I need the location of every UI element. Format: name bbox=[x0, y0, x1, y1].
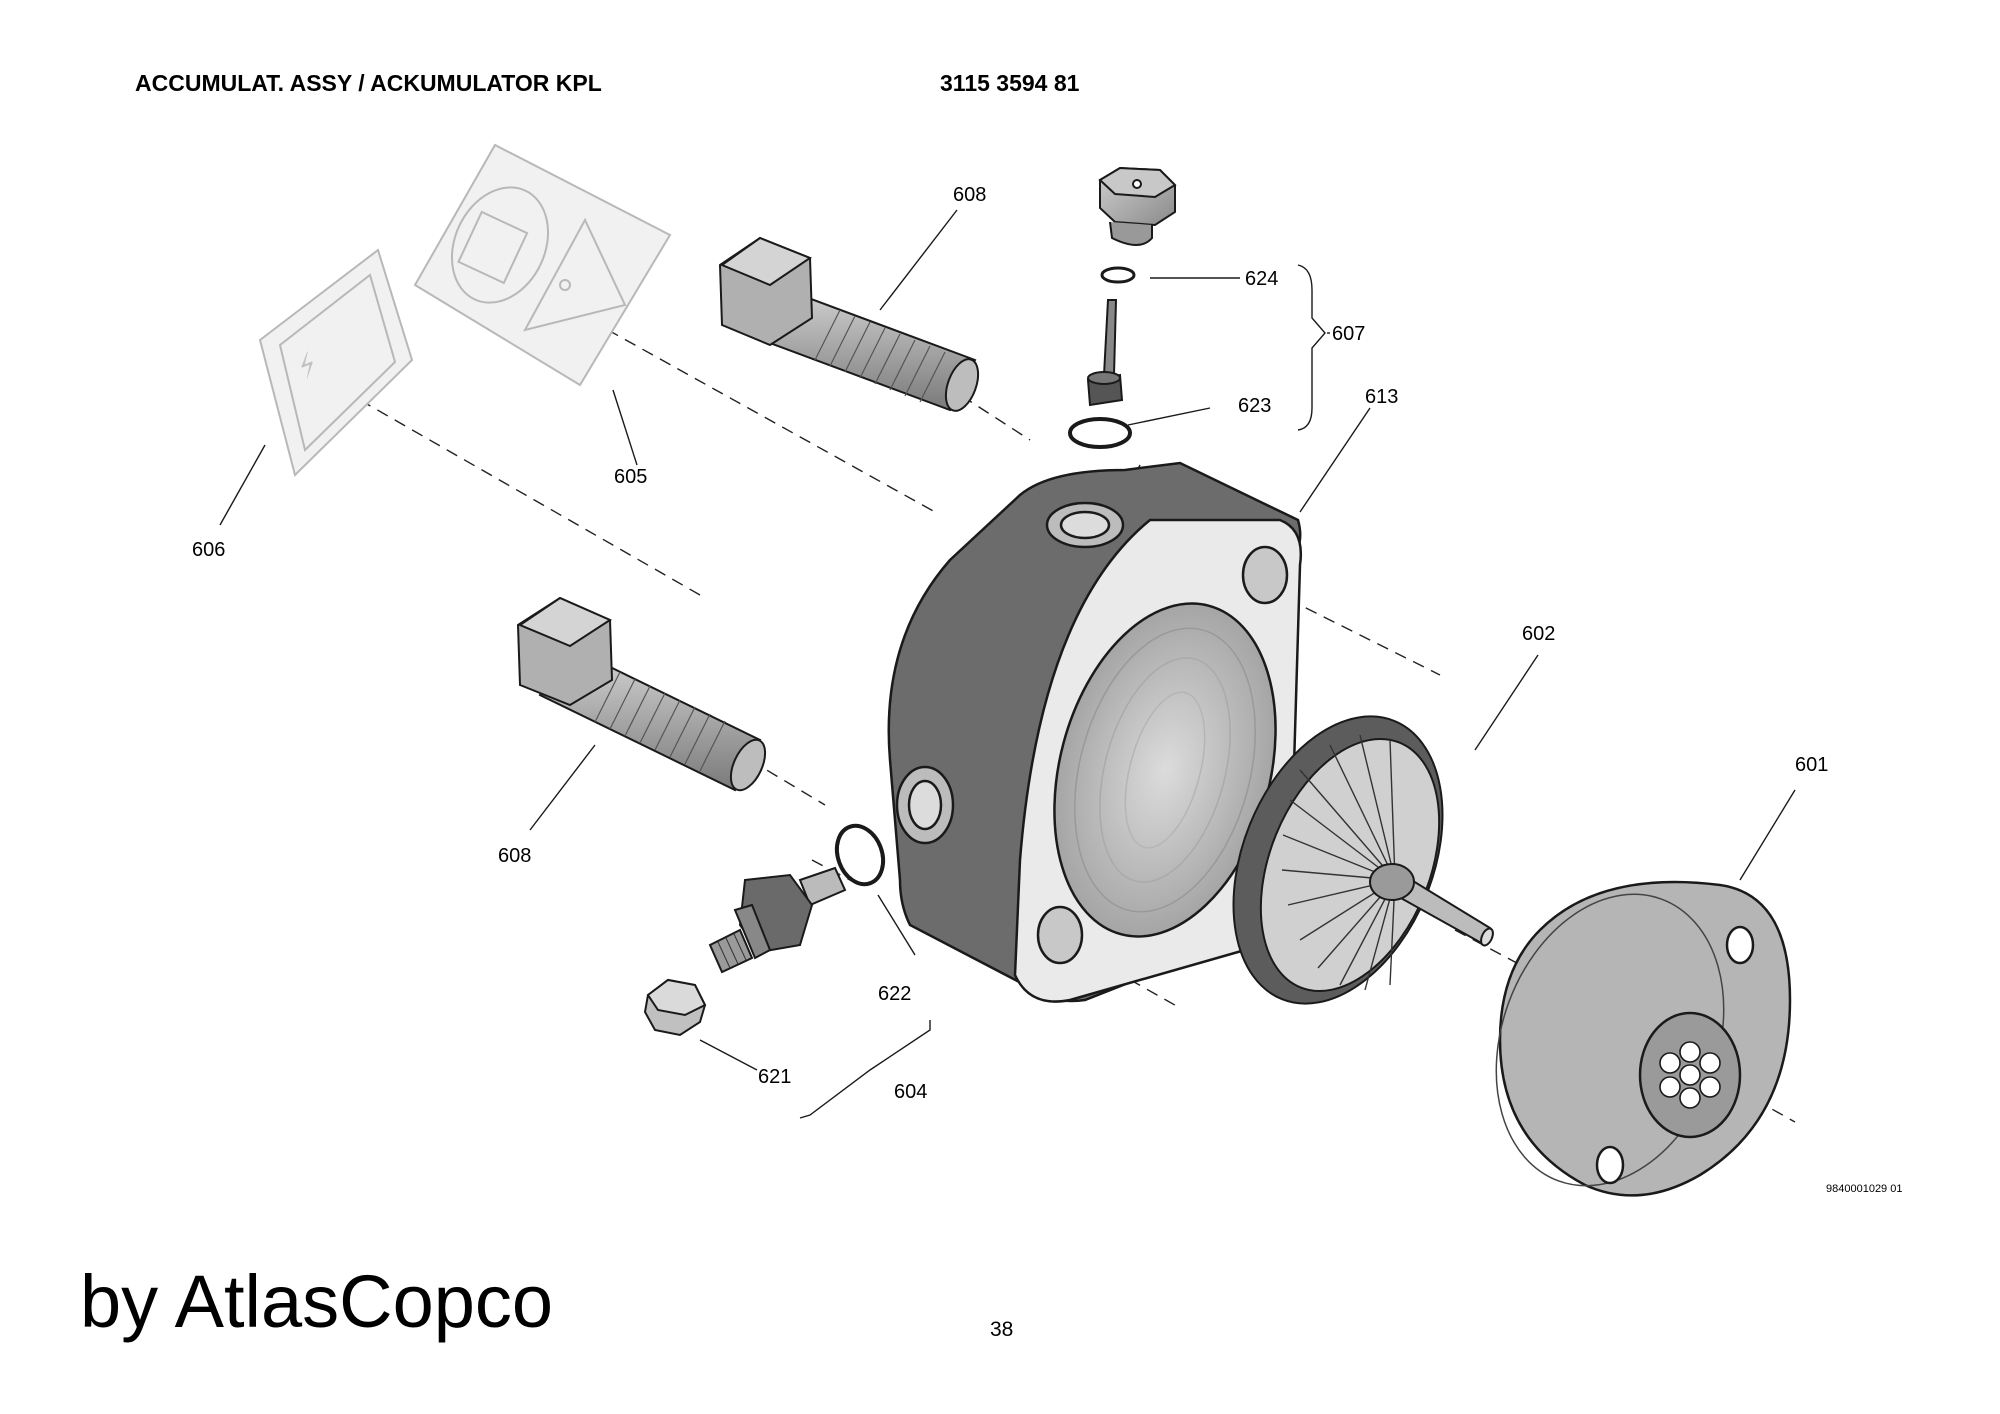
housing-613 bbox=[887, 461, 1303, 1003]
callout-601: 601 bbox=[1795, 754, 1828, 776]
callout-622: 622 bbox=[878, 983, 911, 1005]
drawing-title: ACCUMULAT. ASSY / ACKUMULATOR KPL bbox=[135, 70, 602, 96]
callout-608-lower: 608 bbox=[498, 845, 531, 867]
part-number: 3115 3594 81 bbox=[940, 70, 1080, 96]
valve-cap-607 bbox=[1098, 166, 1177, 246]
callout-621: 621 bbox=[758, 1066, 791, 1088]
callout-607: 607 bbox=[1332, 323, 1365, 345]
valve-pin-607 bbox=[1086, 299, 1124, 407]
check-valve-604 bbox=[708, 866, 847, 974]
callout-624: 624 bbox=[1245, 268, 1278, 290]
callout-605: 605 bbox=[614, 466, 647, 488]
warning-label-606: ⚡ bbox=[258, 248, 414, 477]
bolt-608-upper bbox=[718, 236, 980, 412]
diaphragm-602 bbox=[1232, 715, 1494, 1005]
callout-613: 613 bbox=[1365, 386, 1398, 408]
seal-ring-623 bbox=[1068, 417, 1132, 449]
callout-labels: 601 602 604 605 606 607 608 608 613 621 … bbox=[192, 184, 1828, 1103]
callout-623: 623 bbox=[1238, 395, 1271, 417]
seal-ring-622 bbox=[834, 823, 886, 887]
callout-604: 604 bbox=[894, 1081, 927, 1103]
drawing-number: 9840001029 01 bbox=[1826, 1183, 1903, 1195]
nut-621 bbox=[643, 978, 707, 1037]
bolt-608-lower bbox=[516, 596, 767, 792]
page-number: 38 bbox=[990, 1318, 1014, 1341]
brand-text: by AtlasCopco bbox=[80, 1260, 554, 1343]
callout-608-upper: 608 bbox=[953, 184, 986, 206]
leader-lines bbox=[219, 209, 1796, 1119]
callout-606: 606 bbox=[192, 539, 225, 561]
callout-602: 602 bbox=[1522, 623, 1555, 645]
cover-601 bbox=[1495, 880, 1792, 1197]
instruction-label-605 bbox=[413, 143, 672, 387]
seal-ring-624 bbox=[1100, 266, 1136, 284]
